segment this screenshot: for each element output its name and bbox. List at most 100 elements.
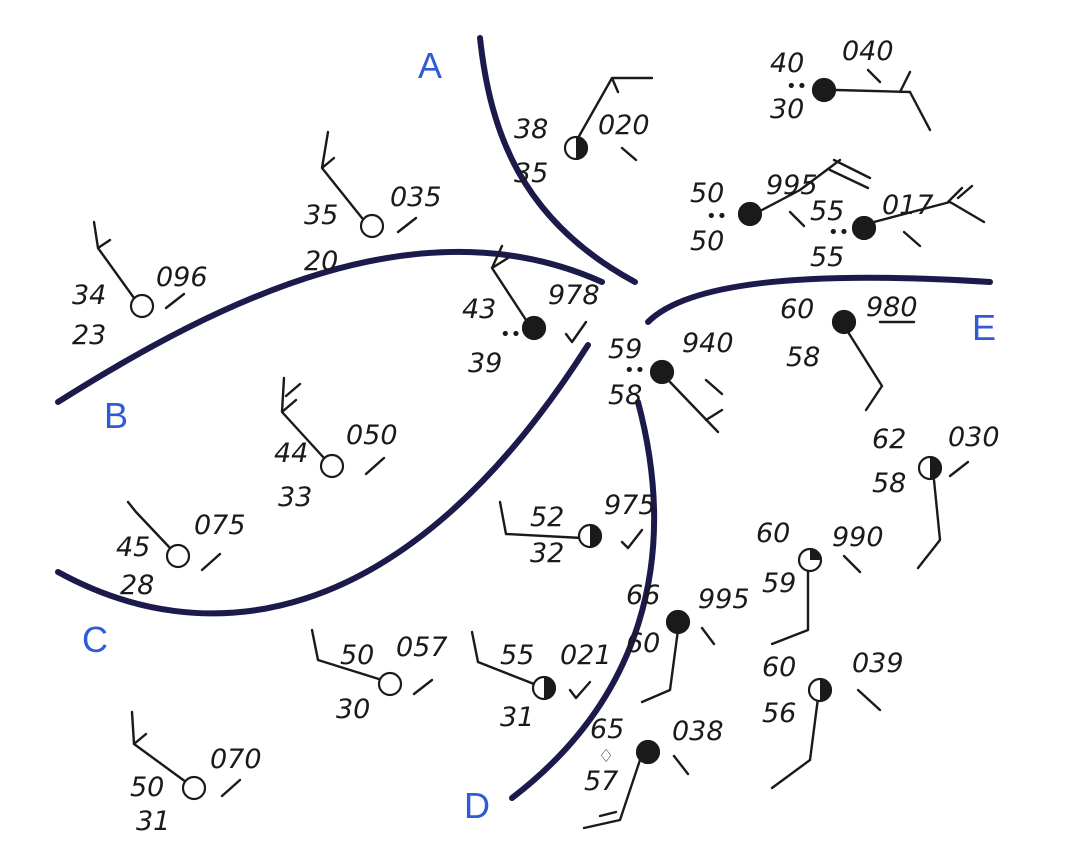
present-weather-icon: ♢ <box>598 746 614 767</box>
station-model-s5 <box>851 215 877 241</box>
temperature-label: 52 <box>530 502 564 533</box>
station-model-s10 <box>319 453 345 479</box>
cloud-cover-icon <box>811 77 837 103</box>
dewpoint-label: 50 <box>690 226 724 257</box>
temperature-label: 50 <box>340 640 374 671</box>
pressure-label: 021 <box>560 640 612 671</box>
cloud-cover-icon <box>737 201 763 227</box>
temperature-label: 44 <box>274 438 308 469</box>
cloud-cover-icon <box>181 775 207 801</box>
temperature-label: 50 <box>690 178 724 209</box>
temperature-label: 65 <box>590 714 624 745</box>
station-model-s13 <box>577 523 603 549</box>
station-model-s8 <box>831 309 857 335</box>
cloud-cover-icon <box>831 309 857 335</box>
cloud-cover-icon <box>129 293 155 319</box>
dewpoint-label: 20 <box>304 246 338 277</box>
dewpoint-label: 56 <box>762 698 796 729</box>
station-model-s18 <box>807 677 833 703</box>
station-model-s2 <box>811 77 837 103</box>
pressure-label: 978 <box>548 280 600 311</box>
present-weather-icon: •• <box>828 222 849 243</box>
cloud-cover-icon <box>635 739 661 765</box>
temperature-label: 45 <box>116 532 150 563</box>
fronts <box>55 35 993 801</box>
present-weather-icon: •• <box>786 76 807 97</box>
dewpoint-label: 58 <box>608 380 642 411</box>
dewpoint-label: 23 <box>72 320 106 351</box>
dewpoint-label: 31 <box>500 702 534 733</box>
pressure-label: 995 <box>766 170 818 201</box>
pressure-label: 050 <box>346 420 398 451</box>
temperature-label: 43 <box>462 294 496 325</box>
present-weather-icon: •• <box>500 324 521 345</box>
temperature-label: 62 <box>872 424 906 455</box>
front-label-b: B <box>104 395 128 436</box>
station-model-s4 <box>737 201 763 227</box>
dewpoint-label: 60 <box>626 628 660 659</box>
temperature-label: 55 <box>500 640 534 671</box>
front-c <box>55 342 591 617</box>
temperature-label: 60 <box>756 518 790 549</box>
pressure-label: 017 <box>882 190 934 221</box>
temperature-label: 35 <box>304 200 338 231</box>
pressure-label: 038 <box>672 716 724 747</box>
station-model-s19 <box>635 739 661 765</box>
pressure-label: 040 <box>842 36 894 67</box>
pressure-label: 030 <box>948 422 1000 453</box>
temperature-label: 38 <box>514 114 548 145</box>
dewpoint-label: 32 <box>530 538 564 569</box>
cloud-cover-icon <box>359 213 385 239</box>
pressure-label: 070 <box>210 744 262 775</box>
cloud-cover-half-icon <box>590 525 601 547</box>
cloud-cover-icon <box>319 453 345 479</box>
pressure-label: 980 <box>866 292 918 323</box>
station-model-s7 <box>521 315 547 341</box>
cloud-cover-half-icon <box>820 679 831 701</box>
present-weather-icon: •• <box>624 360 645 381</box>
temperature-label: 66 <box>626 580 660 611</box>
station-model-s1 <box>563 135 589 161</box>
dewpoint-label: 30 <box>336 694 370 725</box>
station-model-s14 <box>797 547 823 573</box>
dewpoint-label: 39 <box>468 348 502 379</box>
temperature-label: 40 <box>770 48 804 79</box>
front-label-a: A <box>418 45 442 86</box>
cloud-cover-icon <box>665 609 691 635</box>
pressure-label: 940 <box>682 328 734 359</box>
front-label-c: C <box>82 619 108 660</box>
front-d <box>509 399 657 801</box>
pressure-label: 096 <box>156 262 208 293</box>
dewpoint-label: 35 <box>514 158 548 189</box>
front-label-d: D <box>464 785 490 826</box>
cloud-cover-icon <box>851 215 877 241</box>
pressure-label: 035 <box>390 182 442 213</box>
temperature-label: 34 <box>72 280 106 311</box>
cloud-cover-quarter-icon <box>810 549 821 560</box>
dewpoint-label: 33 <box>278 482 312 513</box>
station-model-s3 <box>359 213 385 239</box>
station-model-s17 <box>531 675 557 701</box>
temperature-label: 59 <box>608 334 642 365</box>
dewpoint-label: 31 <box>136 806 170 837</box>
temperature-label: 60 <box>780 294 814 325</box>
front-a <box>477 35 638 285</box>
pressure-label: 075 <box>194 510 246 541</box>
cloud-cover-icon <box>649 359 675 385</box>
cloud-cover-half-icon <box>930 457 941 479</box>
dewpoint-label: 30 <box>770 94 804 125</box>
temperature-label: 55 <box>810 196 844 227</box>
front-label-e: E <box>972 307 996 348</box>
dewpoint-label: 58 <box>872 468 906 499</box>
cloud-cover-half-icon <box>544 677 555 699</box>
pressure-label: 020 <box>598 110 650 141</box>
station-model-s15 <box>665 609 691 635</box>
front-b <box>55 248 605 405</box>
cloud-cover-icon <box>165 543 191 569</box>
front-e <box>645 274 993 325</box>
cloud-cover-icon <box>521 315 547 341</box>
dewpoint-label: 57 <box>584 766 618 797</box>
temperature-label: 60 <box>762 652 796 683</box>
dewpoint-label: 28 <box>120 570 154 601</box>
wind-barbs <box>92 68 986 830</box>
